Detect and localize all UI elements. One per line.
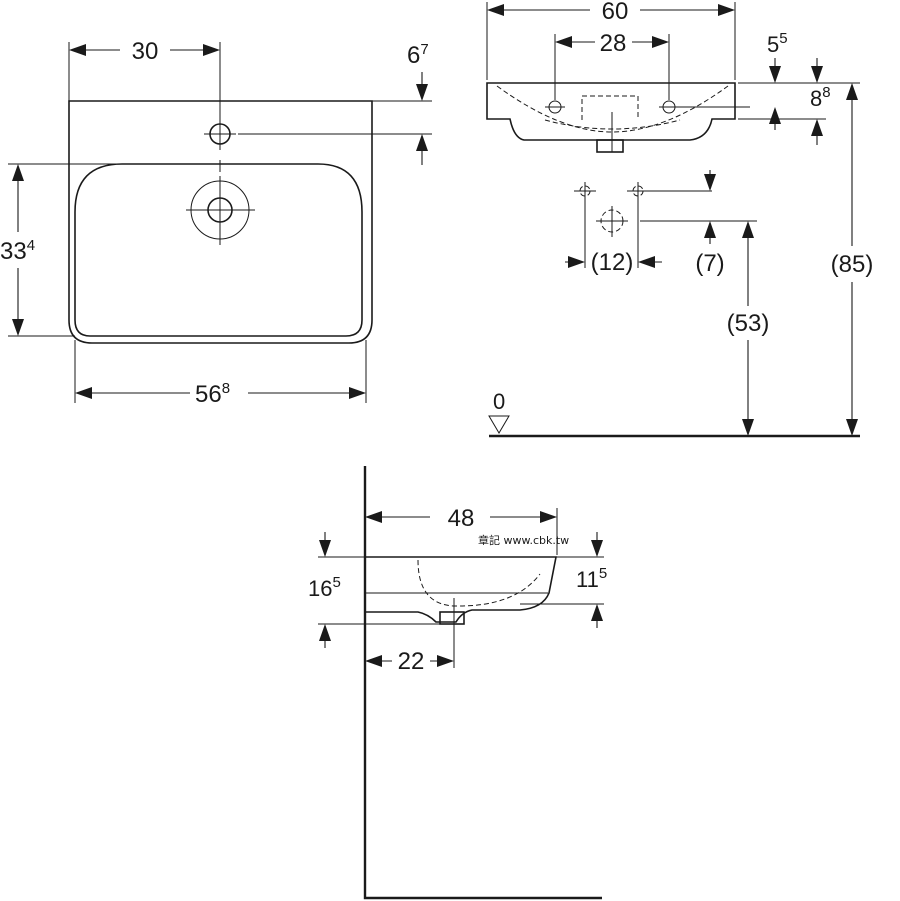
floor-zero-label: 0 [493, 389, 505, 414]
dim-overall-height: 165 [308, 574, 341, 601]
dim-supply-spacing: (12) [591, 249, 634, 276]
dim-rim-height: (85) [831, 251, 874, 278]
dim-waste-height: (53) [727, 310, 770, 337]
floor-marker [488, 415, 510, 434]
dim-bowl-width: 568 [195, 380, 230, 408]
dim-bowl-depth: 334 [0, 237, 35, 265]
watermark: 章記 www.cbk.tw [478, 533, 569, 547]
dim-fixing-spacing: 28 [600, 30, 627, 57]
supply-symbols [574, 182, 757, 268]
dim-overall-width: 60 [602, 0, 629, 25]
plan-bowl-outline [74, 163, 363, 337]
front-basin-outline [486, 82, 736, 141]
dim-projection: 48 [448, 505, 475, 532]
dim-tap-from-back: 67 [407, 41, 429, 69]
side-view: 48 章記 www.cbk.tw 165 115 22 [308, 466, 607, 900]
front-view: 60 28 55 88 [486, 0, 874, 438]
plan-view: 30 67 334 568 [0, 38, 432, 408]
wall-line [363, 466, 602, 900]
front-waste-outlet [596, 139, 624, 153]
side-waste-outlet [439, 611, 465, 625]
dim-tap-offset: 30 [132, 38, 159, 65]
dim-waste-from-wall: 22 [398, 648, 425, 675]
plan-basin-outline [68, 100, 373, 344]
dim-rim-thickness: 88 [810, 84, 831, 111]
dim-top-offset: 55 [767, 30, 788, 57]
dim-basin-height: 115 [576, 565, 607, 592]
dim-supply-offset: (7) [695, 250, 724, 277]
